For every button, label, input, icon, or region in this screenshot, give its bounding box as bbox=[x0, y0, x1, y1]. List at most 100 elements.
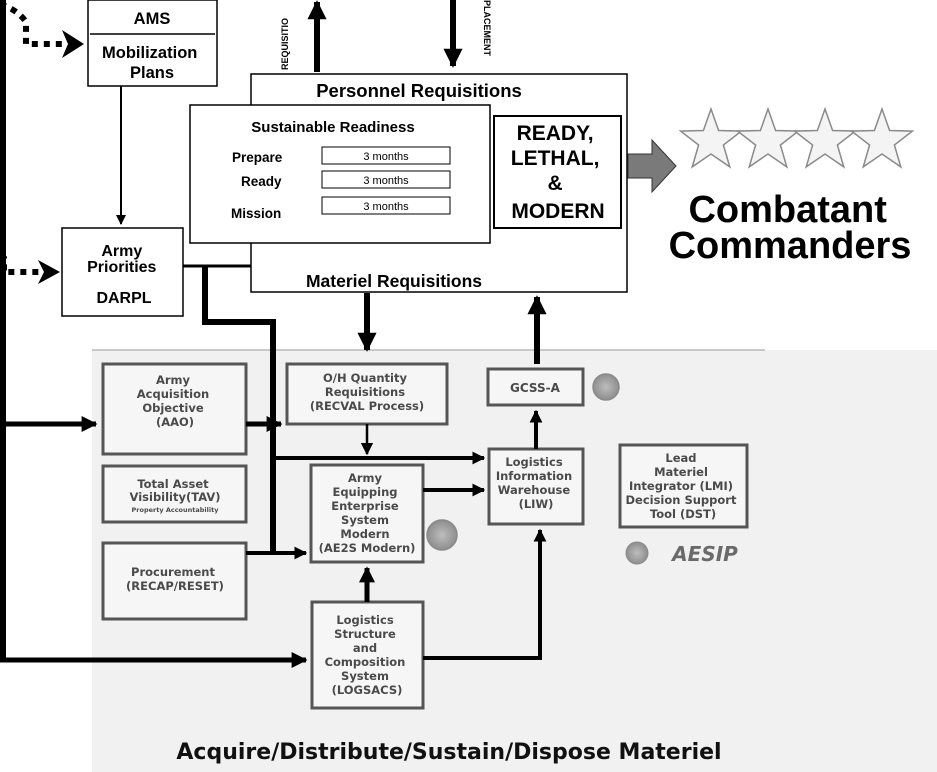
svg-text:Logistics Information: Logistics Information Warehouse (LIW) bbox=[496, 455, 576, 511]
ams-box[interactable]: AMS Mobilization Plans bbox=[87, 0, 218, 87]
readiness-row-label-ready: Ready bbox=[241, 174, 282, 189]
commanders-line: Combatant bbox=[688, 189, 887, 231]
requisition-vertical-label: REQUISITIO bbox=[280, 18, 290, 70]
ae2s-line: Army bbox=[348, 471, 383, 485]
oh-quantity-box[interactable]: O/H Quantity Requisitions (RECVAL Proces… bbox=[285, 362, 449, 426]
svg-text:Lead Materiel Inte: Lead Materiel Integrator (LMI) Decision … bbox=[625, 451, 740, 521]
aao-line: (AAO) bbox=[156, 415, 194, 429]
svg-text:READY, LETHAL, & M: READY, LETHAL, & MODERN bbox=[511, 122, 606, 223]
gcss-a-label: GCSS-A bbox=[510, 381, 561, 395]
dotted-arrow-to-ams bbox=[0, 1, 64, 47]
procurement-line: (RECAP/RESET) bbox=[126, 579, 224, 593]
logsacs-box[interactable]: Logistics Structure and Composition Syst… bbox=[310, 600, 425, 710]
ae2s-box[interactable]: Army Equipping Enterprise System Modern … bbox=[309, 463, 425, 564]
tav-line: Total Asset bbox=[137, 477, 209, 491]
logsacs-line: Logistics bbox=[336, 613, 394, 627]
readiness-value-mission: 3 months bbox=[363, 201, 409, 213]
ae2s-line: System bbox=[341, 513, 389, 527]
readiness-row-label-prepare: Prepare bbox=[232, 150, 283, 165]
aao-box[interactable]: Army Acquisition Objective (AAO) bbox=[101, 362, 248, 456]
line-priorities-down bbox=[202, 266, 276, 553]
liw-line: Information bbox=[496, 469, 572, 483]
ready-lethal-modern-box[interactable] bbox=[493, 115, 622, 229]
ready-line: & bbox=[547, 172, 562, 195]
readiness-value-prepare: 3 months bbox=[363, 151, 409, 163]
commanders-line: Commanders bbox=[669, 225, 912, 267]
combatant-commanders-title: Combatant Commanders bbox=[669, 189, 912, 267]
logsacs-line: and bbox=[353, 641, 377, 655]
priorities-box[interactable]: Army Priorities DARPL bbox=[61, 227, 184, 317]
dotted-arrow-head-ams bbox=[62, 30, 84, 58]
svg-text:Army Equipping Ent: Army Equipping Enterprise System Modern … bbox=[319, 471, 416, 555]
svg-text:Total Asset Visibility(T: Total Asset Visibility(TAV) bbox=[130, 477, 221, 504]
lmi-line: Decision Support bbox=[625, 493, 736, 507]
gcss-seal-icon bbox=[592, 373, 620, 401]
aao-line: Acquisition bbox=[137, 387, 209, 401]
ready-line: LETHAL, bbox=[511, 147, 600, 170]
ae2s-seal-icon bbox=[426, 519, 458, 551]
svg-text:Procurement (RECAP/RESET: Procurement (RECAP/RESET) bbox=[126, 565, 224, 593]
priorities-line: Priorities bbox=[87, 259, 156, 276]
readiness-value-ready: 3 months bbox=[363, 175, 409, 187]
lmi-line: Materiel bbox=[654, 465, 708, 479]
ae2s-line: Equipping bbox=[332, 485, 397, 499]
logsacs-line: Structure bbox=[334, 627, 396, 641]
liw-line: Logistics bbox=[505, 455, 563, 469]
svg-text:Mobilization Plans: Mobilization Plans bbox=[102, 44, 202, 82]
procurement-line: Procurement bbox=[131, 565, 215, 579]
aao-line: Objective bbox=[142, 401, 204, 415]
arrow-logsacs-to-liw bbox=[423, 528, 547, 660]
readiness-value-field-ready bbox=[321, 170, 451, 189]
oh-quantity-line: O/H Quantity bbox=[323, 371, 407, 385]
readiness-row-label-mission: Mission bbox=[231, 206, 281, 221]
readiness-value-field-mission bbox=[321, 196, 451, 215]
aesip-logo: AESIP bbox=[670, 542, 738, 566]
oh-quantity-line: Requisitions bbox=[325, 385, 405, 399]
star-icon bbox=[792, 106, 858, 169]
svg-text:Army Acquisition O: Army Acquisition Objective (AAO) bbox=[137, 373, 213, 429]
lmi-line: Lead bbox=[665, 451, 696, 465]
lmi-box[interactable]: Lead Materiel Integrator (LMI) Decision … bbox=[618, 443, 749, 529]
ae2s-line: (AE2S Modern) bbox=[319, 541, 416, 555]
priorities-line: Army bbox=[101, 243, 142, 260]
liw-box[interactable]: Logistics Information Warehouse (LIW) bbox=[487, 447, 585, 526]
star-icon bbox=[849, 106, 915, 169]
general-stars bbox=[678, 106, 915, 169]
tav-box[interactable]: Total Asset Visibility(TAV) Property Acc… bbox=[101, 464, 248, 524]
oh-quantity-line: (RECVAL Process) bbox=[310, 399, 424, 413]
lmi-line: Tool (DST) bbox=[650, 507, 716, 521]
ams-subtitle: Plans bbox=[130, 64, 174, 82]
ae2s-line: Enterprise bbox=[331, 499, 399, 513]
logsacs-line: Composition bbox=[325, 655, 406, 669]
star-icon bbox=[735, 106, 801, 169]
readiness-value-field-prepare bbox=[321, 146, 451, 165]
dotted-arrow-head-priorities bbox=[38, 260, 60, 284]
lower-panel-footer: Acquire/Distribute/Sustain/Dispose Mater… bbox=[176, 740, 721, 765]
lmi-seal-icon bbox=[625, 541, 649, 565]
ams-subtitle: Mobilization bbox=[102, 44, 197, 62]
tav-small-label: Property Accountability bbox=[132, 506, 220, 514]
personnel-requisitions-label: Personnel Requisitions bbox=[316, 80, 522, 101]
liw-line: (LIW) bbox=[519, 497, 554, 511]
svg-text:Army Priorities DA: Army Priorities DARPL bbox=[87, 243, 161, 307]
procurement-box[interactable]: Procurement (RECAP/RESET) bbox=[101, 541, 248, 621]
star-icon bbox=[678, 106, 744, 169]
ready-line: MODERN bbox=[511, 200, 604, 223]
logsacs-line: (LOGSACS) bbox=[332, 683, 403, 697]
ae2s-line: Modern bbox=[340, 527, 389, 541]
gcss-a-box[interactable]: GCSS-A bbox=[486, 367, 585, 407]
priorities-line: DARPL bbox=[96, 290, 151, 307]
ams-title: AMS bbox=[134, 10, 171, 28]
sustainable-readiness-title: Sustainable Readiness bbox=[251, 119, 414, 136]
lmi-line: Integrator (LMI) bbox=[629, 479, 733, 493]
svg-text:Logistics Structure: Logistics Structure and Composition Syst… bbox=[325, 613, 410, 697]
ready-line: READY, bbox=[517, 122, 594, 145]
replacement-vertical-label: PLACEMENT bbox=[482, 0, 492, 57]
logsacs-line: System bbox=[341, 669, 389, 683]
arrow-to-commanders bbox=[627, 138, 677, 194]
liw-line: Warehouse bbox=[498, 483, 571, 497]
aao-line: Army bbox=[156, 373, 191, 387]
materiel-requisitions-label: Materiel Requisitions bbox=[306, 271, 482, 291]
